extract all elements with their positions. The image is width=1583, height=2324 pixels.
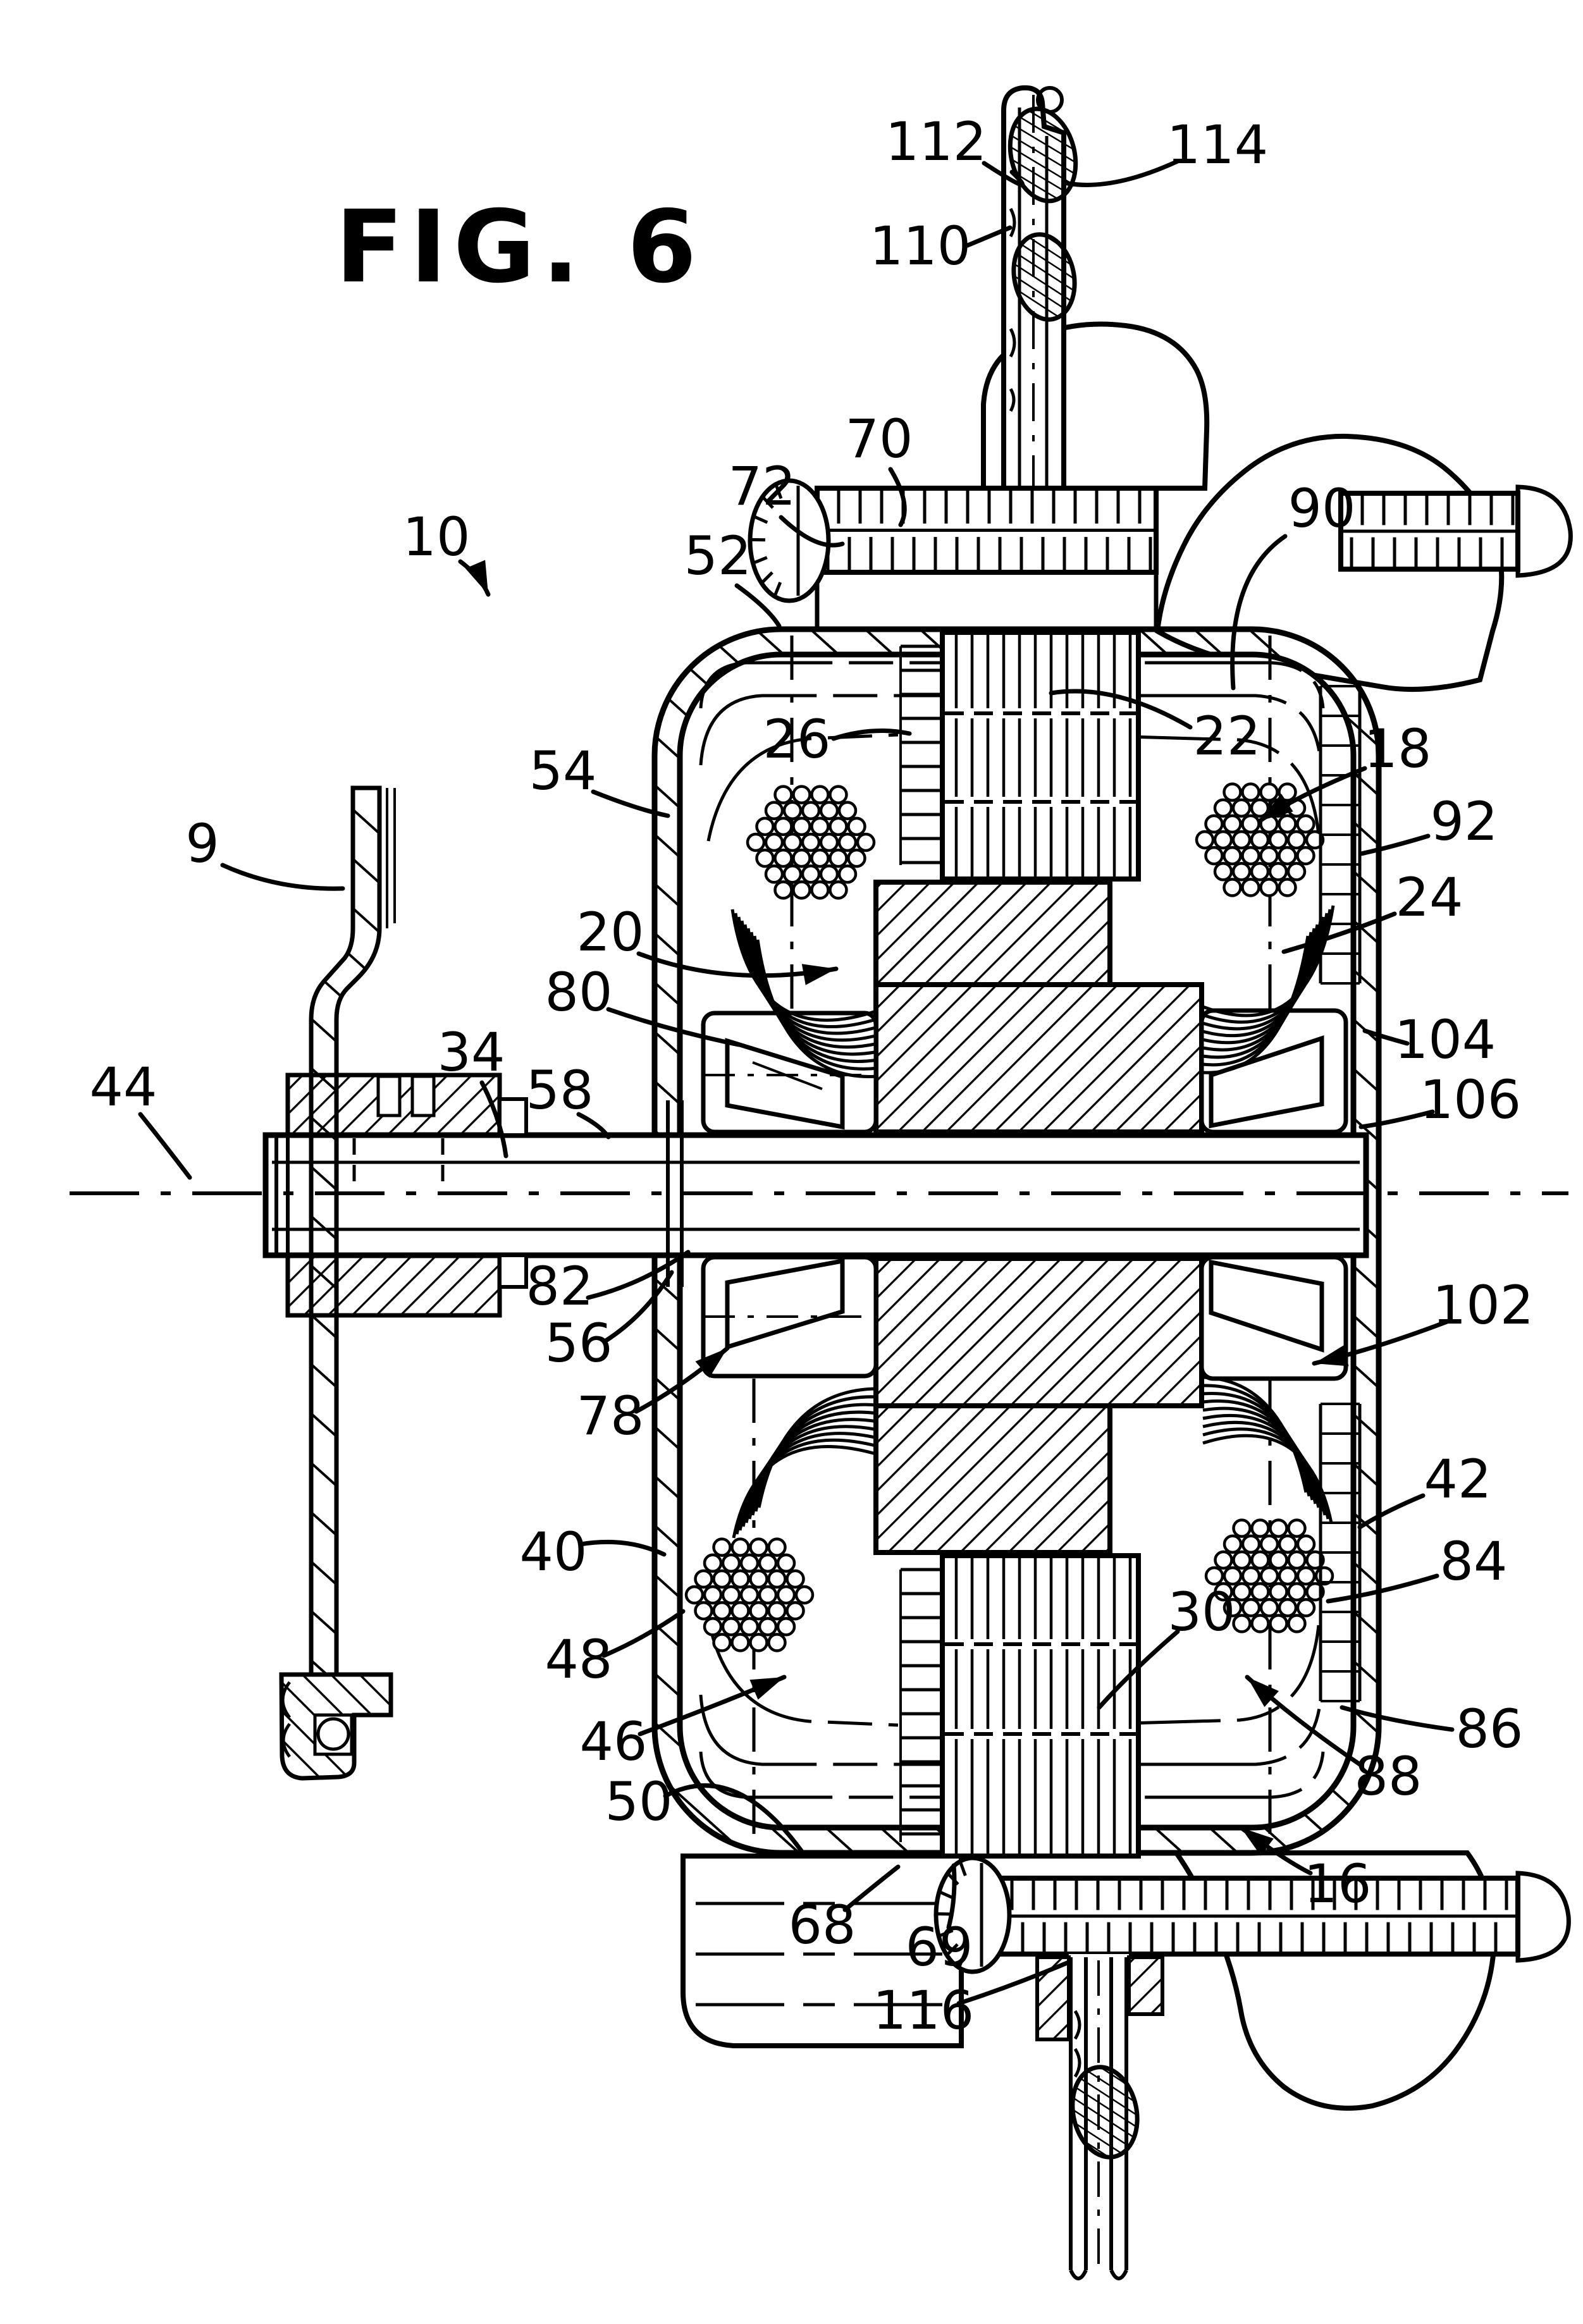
svg-text:88: 88 — [1355, 1745, 1422, 1807]
svg-text:22: 22 — [1193, 705, 1261, 767]
svg-text:20: 20 — [577, 901, 644, 963]
ref-label-24: 24 — [1281, 866, 1463, 954]
ref-label-10: 10 — [403, 506, 491, 597]
ref-label-22: 22 — [1049, 689, 1261, 767]
svg-text:34: 34 — [438, 1021, 505, 1083]
ref-label-69: 69 — [906, 1863, 973, 1978]
ref-label-92: 92 — [1358, 790, 1498, 856]
ref-label-102: 102 — [1312, 1274, 1534, 1367]
ref-label-20: 20 — [577, 901, 839, 985]
stator-stacks — [899, 630, 1141, 1859]
ref-label-34: 34 — [438, 1021, 508, 1159]
svg-text:30: 30 — [1168, 1581, 1236, 1643]
ref-label-88: 88 — [1245, 1675, 1422, 1807]
ref-label-54: 54 — [529, 740, 670, 818]
bearing-pockets — [701, 1008, 1348, 1381]
ref-label-58: 58 — [526, 1059, 611, 1140]
ref-label-116: 116 — [873, 1959, 1073, 2041]
top-shaft-assembly — [981, 85, 1210, 491]
svg-text:112: 112 — [885, 111, 987, 173]
svg-text:102: 102 — [1432, 1274, 1534, 1336]
svg-text:24: 24 — [1396, 866, 1463, 928]
top-right-bracket — [1154, 433, 1573, 692]
svg-text:86: 86 — [1456, 1698, 1524, 1760]
svg-text:78: 78 — [577, 1385, 644, 1447]
left-bracket — [279, 785, 396, 1781]
ref-label-44: 44 — [90, 1056, 192, 1180]
ref-label-80: 80 — [545, 961, 741, 1047]
svg-text:18: 18 — [1364, 718, 1432, 780]
svg-text:106: 106 — [1420, 1069, 1521, 1131]
ref-label-52: 52 — [684, 525, 782, 629]
ref-label-30: 30 — [1097, 1581, 1236, 1710]
ref-label-114: 114 — [1065, 114, 1268, 187]
svg-text:50: 50 — [605, 1771, 673, 1833]
svg-text:69: 69 — [906, 1916, 973, 1978]
svg-text:116: 116 — [873, 1979, 974, 2041]
svg-text:90: 90 — [1288, 477, 1356, 539]
ref-label-48: 48 — [545, 1609, 686, 1690]
svg-text:48: 48 — [545, 1628, 613, 1690]
bottom-boss — [681, 1854, 964, 2048]
svg-text:84: 84 — [1440, 1530, 1508, 1592]
svg-text:26: 26 — [763, 708, 831, 770]
ref-label-42: 42 — [1357, 1448, 1492, 1530]
ref-label-104: 104 — [1362, 1009, 1496, 1071]
bottom-shaft-assembly — [1035, 1954, 1164, 2280]
ref-label-86: 86 — [1340, 1698, 1524, 1760]
svg-text:40: 40 — [520, 1521, 588, 1583]
ref-label-84: 84 — [1326, 1530, 1508, 1604]
ref-label-40: 40 — [520, 1521, 667, 1583]
svg-text:70: 70 — [846, 408, 913, 470]
svg-text:68: 68 — [789, 1894, 856, 1956]
svg-text:46: 46 — [580, 1711, 648, 1773]
svg-text:80: 80 — [545, 961, 613, 1023]
ref-label-68: 68 — [789, 1864, 901, 1956]
svg-text:10: 10 — [403, 506, 471, 568]
svg-text:9: 9 — [185, 813, 219, 875]
svg-text:92: 92 — [1431, 790, 1498, 852]
ref-label-50: 50 — [605, 1771, 804, 1854]
ref-label-16: 16 — [1238, 1825, 1372, 1915]
svg-text:82: 82 — [526, 1255, 594, 1317]
housing-wall — [651, 626, 1382, 1856]
svg-text:56: 56 — [545, 1312, 613, 1374]
svg-text:54: 54 — [529, 740, 597, 802]
ref-label-112: 112 — [885, 111, 1025, 187]
svg-text:72: 72 — [729, 455, 796, 517]
ref-label-46: 46 — [580, 1675, 787, 1773]
ref-label-78: 78 — [577, 1346, 730, 1447]
housing-top-collar — [815, 572, 1159, 629]
svg-text:114: 114 — [1167, 114, 1268, 176]
svg-text:42: 42 — [1424, 1448, 1492, 1510]
ref-label-90: 90 — [1230, 477, 1356, 691]
ref-label-18: 18 — [1257, 718, 1432, 823]
svg-text:110: 110 — [870, 215, 971, 277]
knurled-bands — [815, 486, 1520, 1957]
ref-label-26: 26 — [763, 708, 912, 770]
ribbed-sleeves — [1319, 685, 1362, 1702]
svg-text:16: 16 — [1304, 1853, 1372, 1915]
ref-label-56: 56 — [545, 1270, 674, 1374]
svg-text:58: 58 — [526, 1059, 594, 1121]
svg-text:104: 104 — [1395, 1009, 1496, 1071]
figure-title: FIG. 6 — [335, 189, 703, 305]
ref-label-82: 82 — [526, 1250, 691, 1317]
svg-text:52: 52 — [684, 525, 752, 587]
ref-label-9: 9 — [185, 813, 345, 891]
ref-label-110: 110 — [870, 215, 1013, 277]
svg-text:44: 44 — [90, 1056, 157, 1118]
ref-label-72: 72 — [729, 455, 845, 548]
ref-label-70: 70 — [846, 408, 913, 527]
ref-label-106: 106 — [1358, 1069, 1521, 1131]
